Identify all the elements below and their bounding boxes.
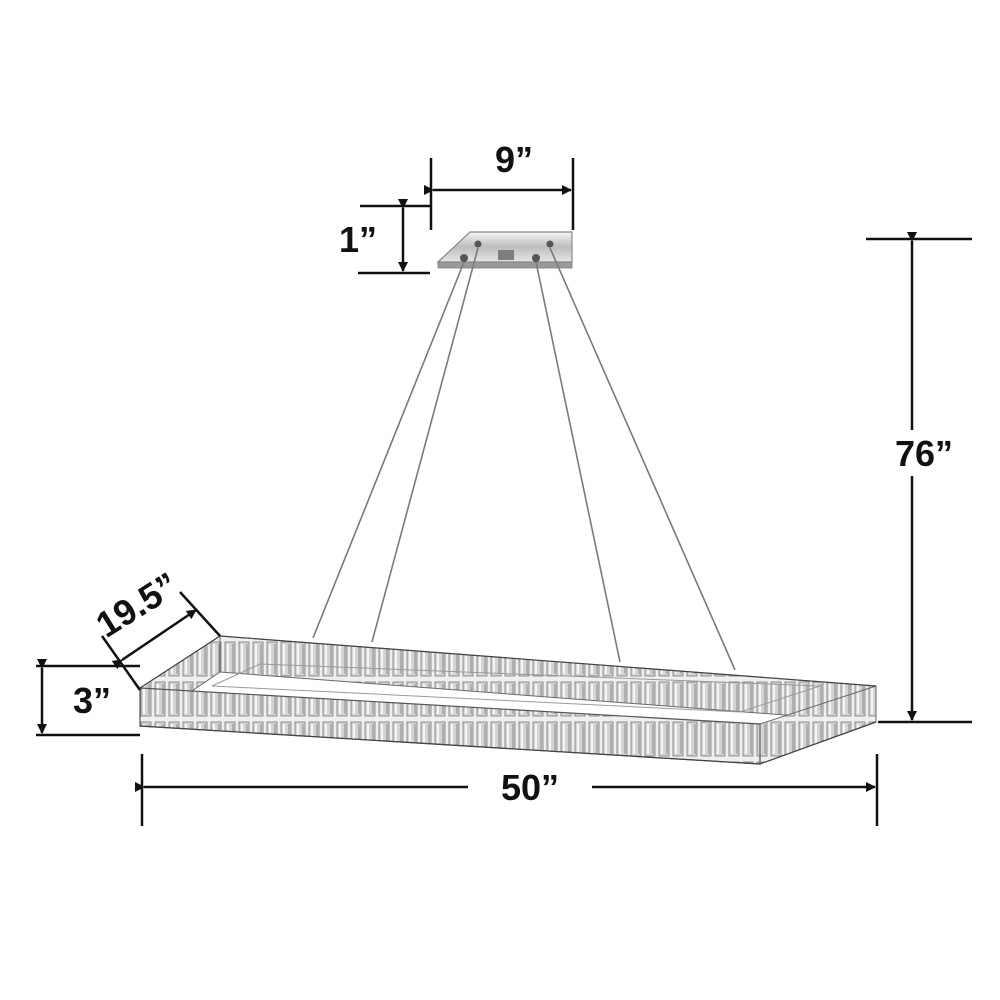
crystal-frame-inner-edge xyxy=(211,663,821,713)
dimension-canopy-width xyxy=(424,158,575,230)
overall-height-label: 76” xyxy=(895,433,953,474)
dimension-overall-height xyxy=(866,232,972,724)
cable-front-left xyxy=(312,261,465,639)
dimension-length xyxy=(135,754,879,826)
canopy-screw-right-rear xyxy=(546,240,554,248)
suspension-cables xyxy=(312,247,736,671)
cable-rear-left xyxy=(371,247,479,643)
cable-front-right xyxy=(535,261,621,663)
canopy-screw-right xyxy=(532,254,540,262)
dimension-canopy-height xyxy=(358,199,430,275)
length-label: 50” xyxy=(501,767,559,808)
dimension-depth xyxy=(100,591,221,691)
frame-height-label: 3” xyxy=(73,680,111,721)
canopy-height-label: 1” xyxy=(339,219,377,260)
canopy-width-label: 9” xyxy=(495,139,533,180)
canopy-center-mount xyxy=(498,250,514,260)
crystal-frame xyxy=(139,635,877,765)
canopy-screw-left-rear xyxy=(474,240,482,248)
dimension-frame-height xyxy=(36,659,140,737)
canopy-screw-left xyxy=(460,254,468,262)
cable-rear-right xyxy=(549,247,736,671)
depth-label: 19.5” xyxy=(89,564,185,645)
canopy xyxy=(436,231,573,269)
